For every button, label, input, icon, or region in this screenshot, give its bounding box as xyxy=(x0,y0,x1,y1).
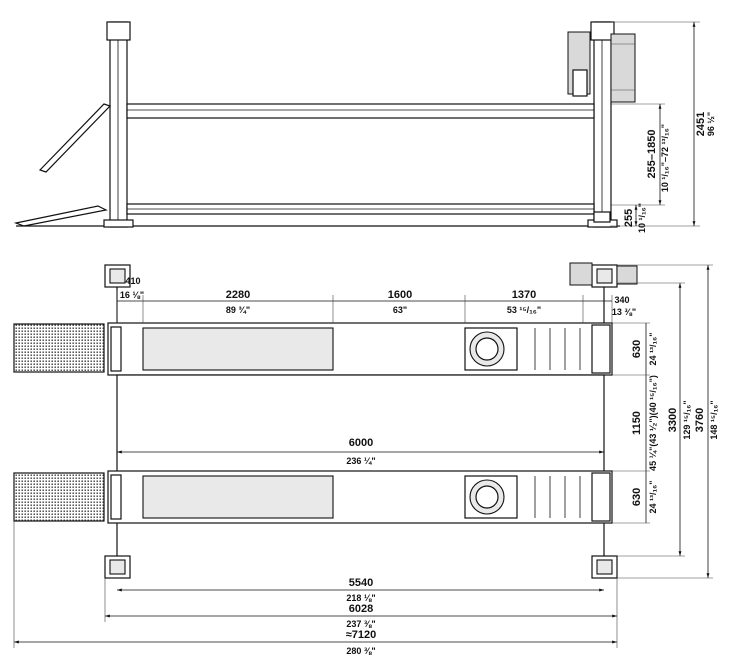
ramp-raised xyxy=(38,103,112,173)
dim-6000-mm: 6000 xyxy=(349,437,373,449)
dim-630b-mm: 630 xyxy=(631,488,643,506)
dim-1600-in: 63" xyxy=(393,305,407,315)
dim-5540-in: 218 ⅛" xyxy=(346,593,375,603)
side-view xyxy=(13,21,636,228)
top-view xyxy=(13,262,638,579)
dim-2451-in: 96 ½" xyxy=(706,112,716,136)
dim-630b-in: 24 ¹³/₁₆" xyxy=(648,480,658,513)
dim-1370-in: 53 ¹⁵/₁₆" xyxy=(507,305,541,315)
dim-3760-in: 148 ¹⁵/₁₆" xyxy=(709,400,719,439)
dim-630a-mm: 630 xyxy=(631,340,643,358)
dim-255-in: 10 ¹/₁₆" xyxy=(637,203,647,233)
dim-340-mm: 340 xyxy=(614,295,629,305)
dim-2280-in: 89 ¾" xyxy=(226,305,250,315)
dim-3760-mm: 3760 xyxy=(694,408,706,432)
ramp-lowered xyxy=(13,205,108,227)
dim-3300-in: 129 ¹⁵/₁₆" xyxy=(682,400,692,439)
dim-340-in: 13 ⅜" xyxy=(612,307,636,317)
top-dimensions xyxy=(13,264,713,648)
dim-3300-mm: 3300 xyxy=(667,408,679,432)
dim-5540-mm: 5540 xyxy=(349,577,373,589)
dim-255-mm: 255 xyxy=(623,209,635,227)
dim-410-in: 16 ⅛" xyxy=(120,290,144,300)
dim-1150-mm: 1150 xyxy=(631,411,643,435)
dim-2280-mm: 2280 xyxy=(226,289,250,301)
dim-lift-range-in: 10 ¹/₁₆"–72 ¹³/₁₆" xyxy=(660,124,670,192)
side-dimensions: 2451 96 ½" 255–1850 10 ¹/₁₆"–72 ¹³/₁₆" 2… xyxy=(610,21,716,233)
ramp-lower xyxy=(13,472,105,522)
raised-platform xyxy=(126,103,595,119)
dim-6000-in: 236 ¼" xyxy=(346,456,375,466)
dim-410-mm: 410 xyxy=(125,276,140,286)
right-post xyxy=(593,21,612,228)
ramp-upper xyxy=(13,323,105,373)
center-space xyxy=(116,374,605,474)
dim-7120-in: 280 ⅜" xyxy=(346,646,375,656)
dim-1150-in: 45 ¼"(43 ¹⁄₂")(40 ¹⁵/₁₆") xyxy=(648,375,658,471)
dim-1370-mm: 1370 xyxy=(512,289,536,301)
left-post xyxy=(109,21,128,228)
dim-6028-mm: 6028 xyxy=(349,603,373,615)
motor-unit xyxy=(567,31,636,103)
dim-lift-range-mm: 255–1850 xyxy=(646,130,658,179)
dim-7120-mm: ≈7120 xyxy=(346,629,377,641)
dim-6028-in: 237 ⅜" xyxy=(346,619,375,629)
dim-2451-mm: 2451 xyxy=(695,112,707,136)
dim-1600-mm: 1600 xyxy=(388,289,412,301)
dim-630a-in: 24 ¹³/₁₆" xyxy=(648,332,658,365)
